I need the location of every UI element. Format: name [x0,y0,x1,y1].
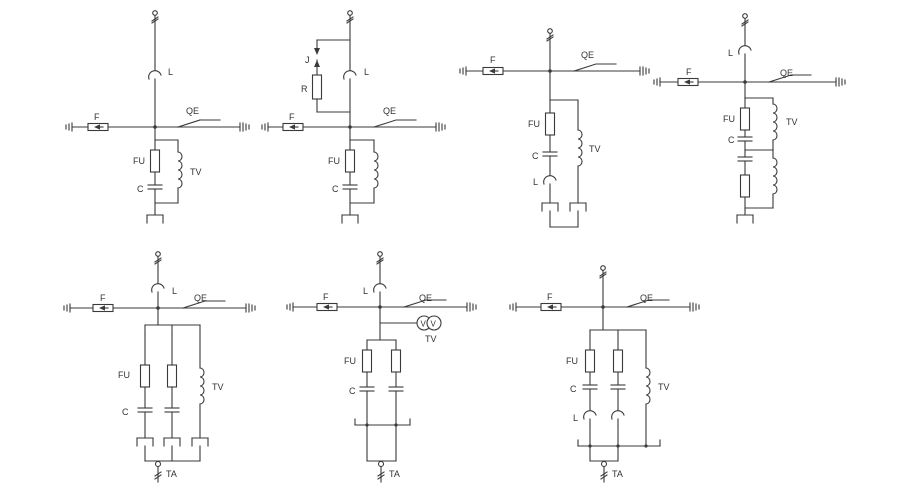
label-C: C [137,184,144,194]
label-TA: TA [389,469,400,479]
label-L: L [728,48,733,58]
label-FU: FU [118,370,130,380]
label-TA: TA [166,469,177,479]
label-FU: FU [328,156,340,166]
label-F: F [100,293,106,303]
label-F: F [94,112,100,122]
label-L: L [168,67,173,77]
label-QE: QE [194,293,207,303]
label-TV: TV [658,382,670,392]
label-L: L [573,413,578,423]
label-FU: FU [528,119,540,129]
label-QE: QE [419,293,432,303]
label-FU: FU [344,356,356,366]
diagram-1: L F QE FU C TV [65,10,250,224]
label-V2: V [431,320,437,329]
label-TV: TV [190,167,202,177]
label-TV: TV [425,334,437,344]
label-QE: QE [640,293,653,303]
label-V1: V [421,320,427,329]
diagram-5: L F QE FU C TV [63,251,256,483]
label-QE: QE [383,106,396,116]
diagram-4: L F QE FU C TV [653,13,846,224]
label-QE: QE [186,106,199,116]
label-TV: TV [589,144,601,154]
label-QE: QE [581,50,594,60]
label-FU: FU [566,356,578,366]
label-L: L [363,286,368,296]
diagram-6: L F QE V V TV FU C [286,251,477,483]
label-F: F [289,112,295,122]
label-TV: TV [212,382,224,392]
label-L: L [364,67,369,77]
label-F: F [547,292,553,302]
label-J: J [305,55,310,65]
label-FU: FU [133,156,145,166]
label-TV: TV [786,117,798,127]
label-C: C [532,151,539,161]
diagram-7: F QE FU C L TV [509,265,700,483]
label-C: C [570,384,577,394]
label-F: F [686,67,692,77]
label-L: L [533,177,538,187]
label-C: C [728,135,735,145]
label-FU: FU [723,114,735,124]
label-C: C [122,407,129,417]
label-L: L [172,286,177,296]
label-C: C [332,184,339,194]
label-R: R [301,84,308,94]
label-F: F [490,55,496,65]
label-TA: TA [612,469,623,479]
label-QE: QE [780,68,793,78]
diagram-3: F QE FU C L TV [459,28,650,228]
diagram-2: J R L F QE FU C [261,10,446,224]
label-C: C [349,386,356,396]
label-F: F [323,292,329,302]
